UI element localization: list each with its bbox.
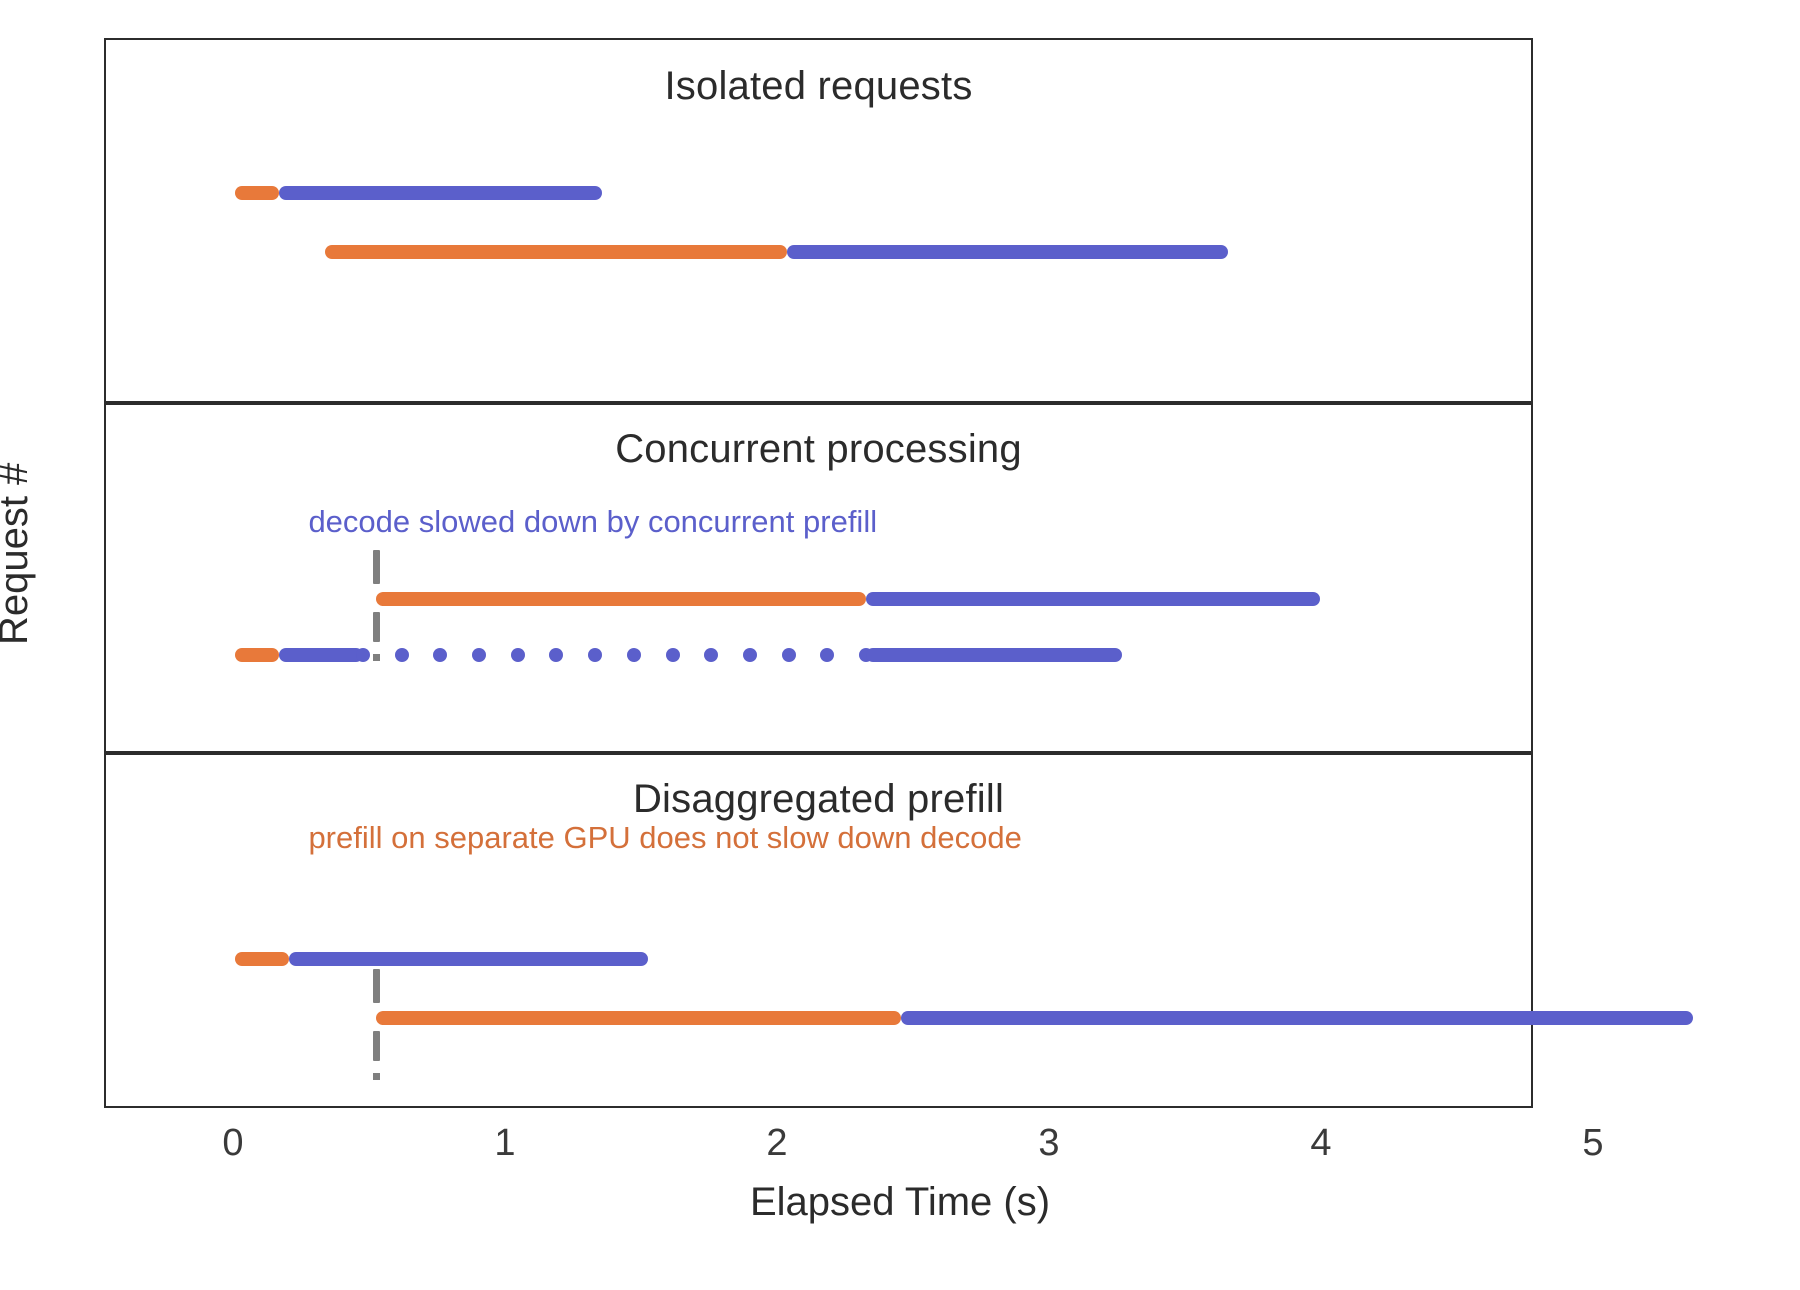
decode-token-dot <box>549 648 564 662</box>
panel-disaggregated-prefill: Disaggregated prefill prefill on separat… <box>104 753 1693 1108</box>
arrival-marker-stub <box>373 1073 381 1080</box>
panel-title-concurrent: Concurrent processing <box>615 427 1022 471</box>
decode-token-dot <box>394 648 409 662</box>
decode-token-dot <box>588 648 603 662</box>
x-tick-label: 1 <box>494 1122 516 1164</box>
prefill-segment <box>376 1011 902 1025</box>
panel-isolated-requests: Isolated requests <box>104 38 1533 403</box>
request-track <box>106 952 1531 966</box>
prefill-segment <box>235 952 290 966</box>
x-tick-label: 3 <box>1038 1122 1060 1164</box>
decode-segment <box>866 648 1122 662</box>
decode-token-dot <box>355 648 370 662</box>
decode-segment <box>278 648 363 662</box>
prefill-segment <box>376 592 867 606</box>
decode-token-dots <box>106 648 1531 662</box>
decode-token-dot <box>820 648 835 662</box>
decode-token-dot <box>433 648 448 662</box>
decode-token-dot <box>781 648 796 662</box>
prefill-segment <box>235 648 279 662</box>
x-axis-label: Elapsed Time (s) <box>749 1180 1051 1224</box>
panel-title-disaggregated: Disaggregated prefill <box>632 777 1005 821</box>
panel-title-isolated: Isolated requests <box>664 64 973 108</box>
decode-token-dot <box>510 648 525 662</box>
annotation-prefill-separate-gpu: prefill on separate GPU does not slow do… <box>308 820 1022 855</box>
decode-segment <box>866 592 1321 606</box>
prefill-segment <box>235 186 279 200</box>
arrival-marker <box>373 969 381 1003</box>
decode-token-dot <box>471 648 486 662</box>
arrival-marker-stub <box>373 654 381 661</box>
request-track <box>106 245 1531 259</box>
decode-segment <box>278 186 603 200</box>
decode-segment <box>289 952 649 966</box>
decode-token-dot <box>665 648 680 662</box>
y-axis-label: Request # <box>0 463 36 645</box>
arrival-marker <box>373 1031 381 1061</box>
x-tick-label: 5 <box>1582 1122 1604 1164</box>
decode-segment <box>787 245 1228 259</box>
request-track <box>106 186 1531 200</box>
arrival-marker <box>373 612 381 642</box>
panel-concurrent-processing: Concurrent processing decode slowed down… <box>104 403 1533 753</box>
x-tick-label: 2 <box>766 1122 788 1164</box>
decode-token-dot <box>704 648 719 662</box>
x-tick-label: 0 <box>222 1122 244 1164</box>
request-track <box>106 969 1693 1080</box>
decode-token-dot <box>626 648 641 662</box>
request-track <box>106 648 1531 662</box>
decode-token-dot <box>742 648 757 662</box>
x-tick-label: 4 <box>1310 1122 1332 1164</box>
annotation-decode-slowed: decode slowed down by concurrent prefill <box>308 504 878 539</box>
request-track <box>106 550 1531 661</box>
arrival-marker <box>373 550 381 584</box>
plot-area: Isolated requests Concurrent processing … <box>104 38 1693 1108</box>
decode-segment <box>901 1011 1693 1025</box>
prefill-segment <box>324 245 788 259</box>
